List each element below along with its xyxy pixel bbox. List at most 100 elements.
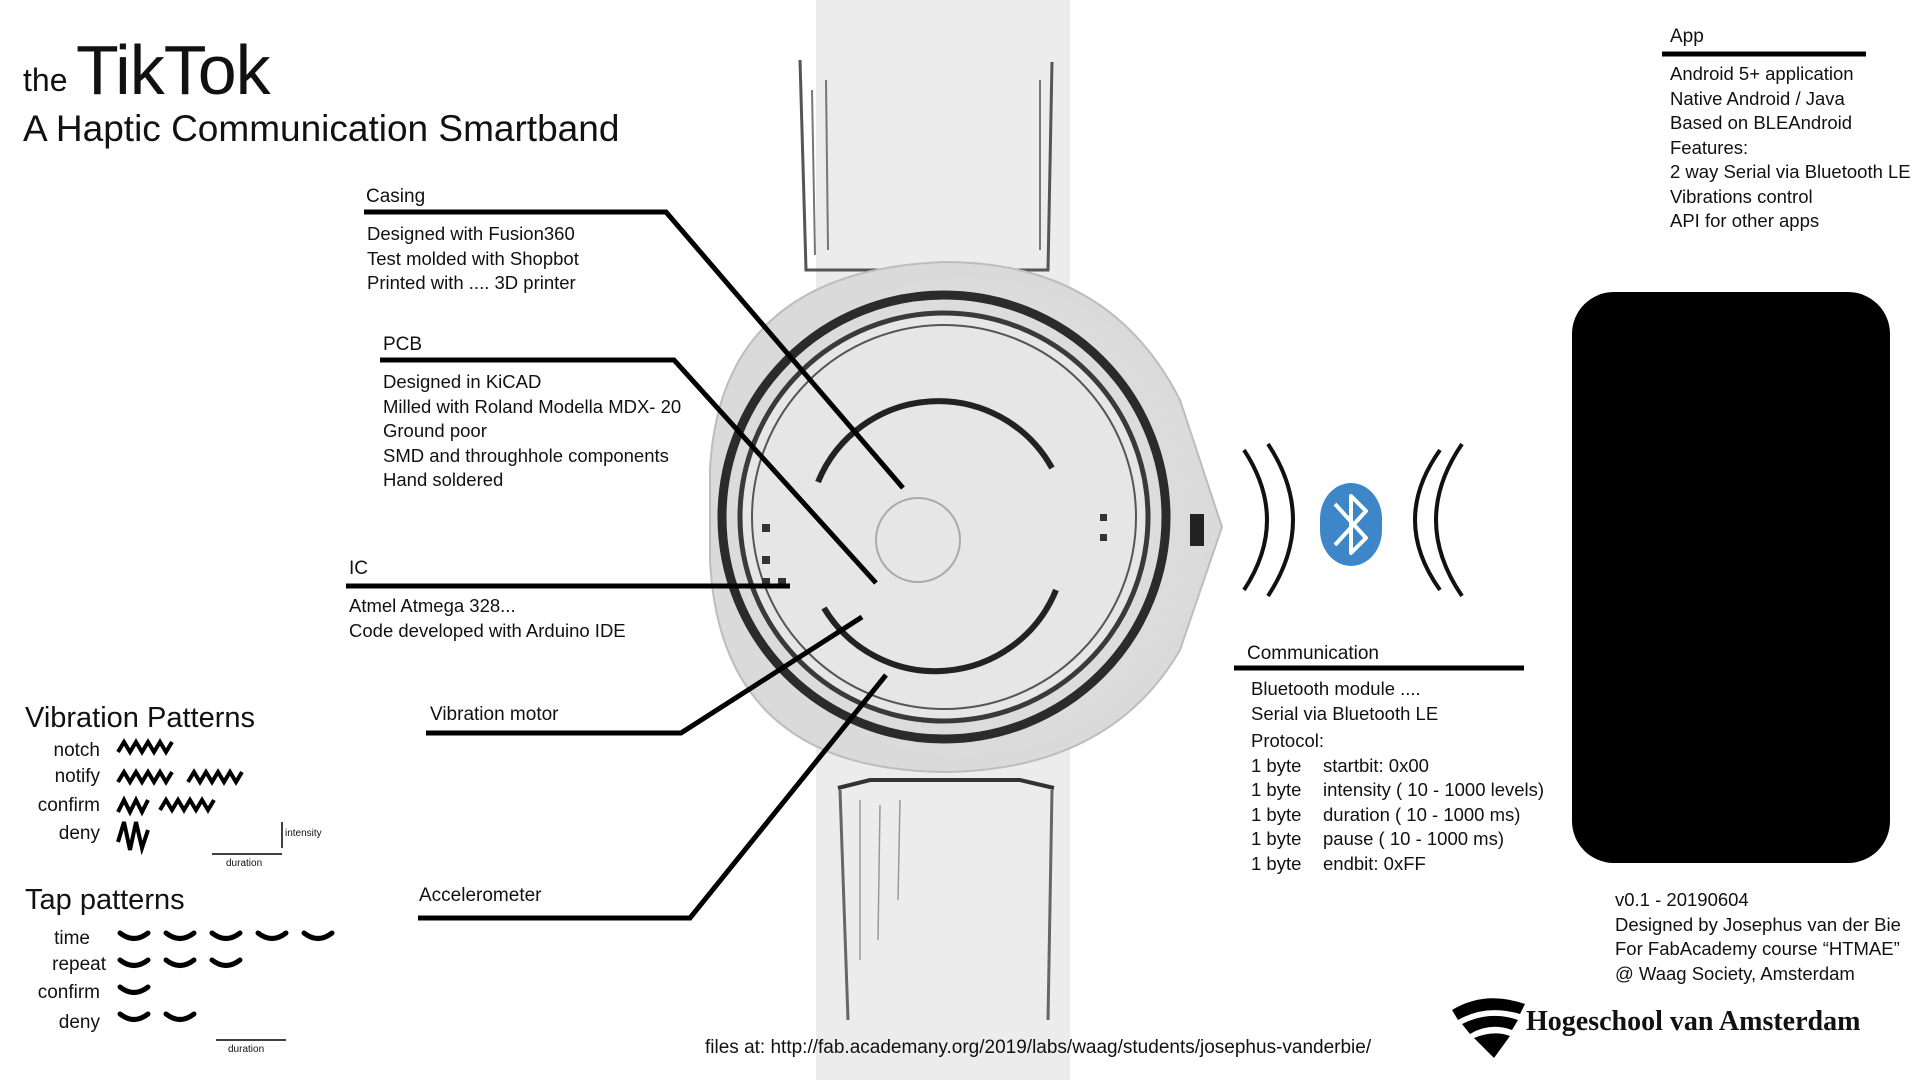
- vibration-notify-glyph: [186, 768, 244, 786]
- protocol-row: 1 byte startbit: 0x00: [1251, 754, 1544, 779]
- protocol-desc: duration ( 10 - 1000 ms): [1323, 803, 1521, 825]
- tap-time-glyph: [301, 930, 335, 941]
- pcb-line: Milled with Roland Modella MDX- 20: [383, 395, 682, 417]
- files-url[interactable]: files at: http://fab.academany.org/2019/…: [705, 1037, 1372, 1058]
- vibration-pattern-notify-label: notify: [54, 766, 100, 787]
- app-line: Android 5+ application: [1670, 63, 1854, 84]
- tap-time-glyph: [117, 930, 151, 941]
- tap-repeat-glyph: [209, 957, 243, 968]
- page-title: TikTok: [76, 31, 271, 109]
- protocol-desc: startbit: 0x00: [1323, 754, 1429, 776]
- protocol-row: 1 byte duration ( 10 - 1000 ms): [1251, 803, 1544, 828]
- vibration-notify-glyph: [116, 768, 174, 786]
- credits-line: v0.1 - 20190604: [1615, 889, 1749, 910]
- vibration-patterns-title: Vibration Patterns: [25, 702, 255, 734]
- phone-icon: [1572, 292, 1890, 863]
- communication-description: Bluetooth module .... Serial via Bluetoo…: [1251, 677, 1544, 876]
- tap-pattern-confirm-label: confirm: [37, 982, 100, 1003]
- tap-repeat-glyph: [163, 957, 197, 968]
- tap-time-glyph: [255, 930, 289, 941]
- vibration-pattern-glyphs: [116, 738, 244, 856]
- communication-label: Communication: [1247, 643, 1379, 664]
- tap-repeat-glyph: [117, 957, 151, 968]
- ic-label: IC: [349, 558, 368, 579]
- pcb-description: Designed in KiCAD Milled with Roland Mod…: [383, 370, 681, 493]
- casing-label: Casing: [366, 186, 426, 207]
- protocol-size: 1 byte: [1251, 754, 1302, 776]
- hva-logo-text: Hogeschool van Amsterdam: [1526, 1006, 1861, 1037]
- app-line: Features:: [1670, 136, 1749, 158]
- ic-line: Code developed with Arduino IDE: [349, 619, 626, 641]
- protocol-desc: pause ( 10 - 1000 ms): [1323, 828, 1504, 849]
- vibration-axes: [212, 822, 286, 1041]
- casing-line: Designed with Fusion360: [367, 223, 575, 244]
- tap-pattern-repeat-label: repeat: [52, 954, 106, 975]
- vibration-motor-leader: [426, 614, 864, 736]
- casing-description: Designed with Fusion360 Test molded with…: [367, 222, 579, 296]
- pcb-label: PCB: [383, 334, 423, 355]
- tap-confirm-glyph: [117, 984, 151, 995]
- tap-duration-axis-label: duration: [228, 1044, 265, 1055]
- app-description: Android 5+ application Native Android / …: [1670, 62, 1911, 234]
- watch-case: [709, 260, 1224, 774]
- bluetooth-icon: [1320, 483, 1382, 566]
- credits-line: @ Waag Society, Amsterdam: [1615, 962, 1855, 984]
- tap-time-glyph: [163, 930, 197, 941]
- vibration-deny-glyph: [116, 821, 150, 856]
- protocol-label: Protocol:: [1251, 730, 1325, 751]
- tap-time-glyph: [209, 930, 243, 941]
- pcb-line: Hand soldered: [383, 469, 504, 490]
- hva-logo-icon: [1452, 998, 1525, 1058]
- tap-pattern-glyphs: [117, 930, 335, 1022]
- accelerometer-label: Accelerometer: [419, 885, 542, 906]
- leader-lines: [346, 51, 1866, 921]
- casing-leader: [364, 209, 905, 490]
- pcb-line: Designed in KiCAD: [383, 371, 542, 392]
- credits-block: v0.1 - 20190604 Designed by Josephus van…: [1615, 888, 1901, 986]
- pcb-line: SMD and throughhole components: [383, 444, 669, 466]
- credits-line: For FabAcademy course “HTMAE”: [1615, 938, 1900, 959]
- duration-axis-label: duration: [226, 858, 263, 869]
- app-line: 2 way Serial via Bluetooth LE: [1670, 161, 1911, 182]
- bluetooth-signal: [1242, 442, 1464, 598]
- vibration-confirm-glyph: [116, 795, 150, 817]
- title-prefix: the: [23, 62, 68, 98]
- protocol-row: 1 byte intensity ( 10 - 1000 levels): [1251, 778, 1544, 803]
- tap-pattern-time-label: time: [54, 928, 90, 949]
- tap-deny-glyph: [163, 1011, 197, 1022]
- vibration-pattern-confirm-label: confirm: [37, 795, 100, 816]
- protocol-desc: endbit: 0xFF: [1323, 852, 1426, 874]
- communication-line: Serial via Bluetooth LE: [1251, 702, 1439, 724]
- app-line: Based on BLEAndroid: [1670, 112, 1853, 133]
- vibration-notch-glyph: [116, 738, 174, 756]
- pcb-line: Ground poor: [383, 420, 487, 441]
- tap-pattern-deny-label: deny: [58, 1012, 100, 1033]
- casing-line: Printed with .... 3D printer: [367, 272, 576, 293]
- tap-deny-glyph: [117, 1011, 151, 1022]
- app-line: Vibrations control: [1670, 185, 1813, 207]
- accelerometer-leader: [418, 673, 888, 921]
- app-line: API for other apps: [1670, 210, 1820, 231]
- protocol-row: 1 byte endbit: 0xFF: [1251, 852, 1544, 877]
- credits-line: Designed by Josephus van der Bie: [1615, 913, 1901, 935]
- protocol-desc: intensity ( 10 - 1000 levels): [1323, 779, 1545, 800]
- protocol-size: 1 byte: [1251, 852, 1302, 874]
- vibration-pattern-notch-label: notch: [53, 740, 100, 761]
- app-line: Native Android / Java: [1670, 87, 1845, 109]
- app-label: App: [1670, 26, 1704, 47]
- protocol-row: 1 byte pause ( 10 - 1000 ms): [1251, 827, 1544, 852]
- casing-line: Test molded with Shopbot: [367, 247, 579, 269]
- intensity-axis-label: intensity: [285, 828, 322, 839]
- tap-patterns-title: Tap patterns: [25, 884, 185, 916]
- ic-description: Atmel Atmega 328... Code developed with …: [349, 594, 626, 643]
- page-subtitle: A Haptic Communication Smartband: [23, 108, 620, 149]
- ic-line: Atmel Atmega 328...: [349, 595, 516, 616]
- pcb-leader: [380, 357, 878, 585]
- vibration-pattern-deny-label: deny: [58, 823, 100, 844]
- communication-line: Bluetooth module ....: [1251, 678, 1421, 699]
- protocol-size: 1 byte: [1251, 779, 1302, 800]
- protocol-size: 1 byte: [1251, 803, 1302, 825]
- vibration-motor-label: Vibration motor: [430, 704, 559, 725]
- protocol-size: 1 byte: [1251, 828, 1302, 849]
